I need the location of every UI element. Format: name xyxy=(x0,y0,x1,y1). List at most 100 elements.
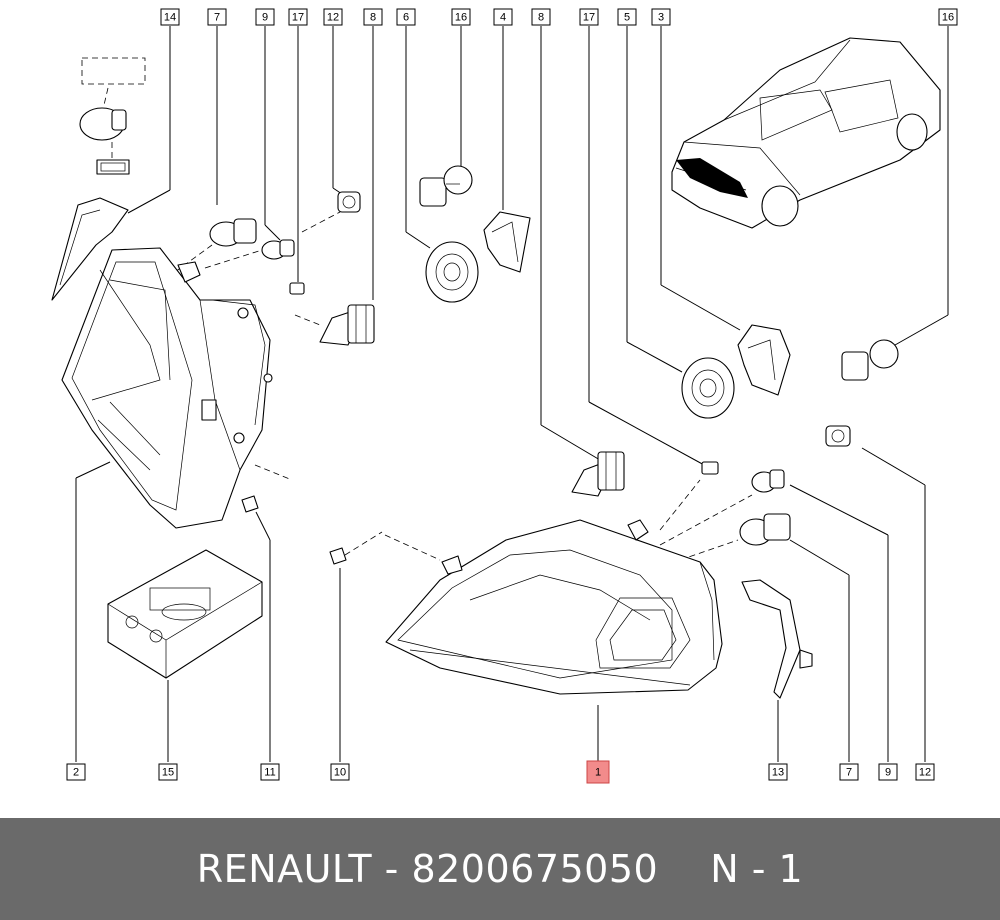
callout-number: 9 xyxy=(262,12,268,24)
callout-number: 8 xyxy=(538,12,544,24)
callout-box xyxy=(579,8,599,26)
bulb-kit-box-part-15 xyxy=(107,549,263,679)
callout-number: 9 xyxy=(885,767,891,779)
bulb-part-14 xyxy=(51,107,130,301)
callouts-bottom: 2 15 11 10 1 13 7 9 12 xyxy=(66,760,935,784)
bulb-part-7-right xyxy=(739,513,791,546)
socket-part-16-right xyxy=(841,339,899,381)
h4-bulb-part-8-center xyxy=(571,451,625,497)
headlamp-part-1 xyxy=(385,519,723,695)
callout-bottom-15: 15 xyxy=(158,763,178,781)
callout-top-16: 16 xyxy=(451,8,471,26)
callout-box xyxy=(451,8,471,26)
h4-bulb-part-8-top xyxy=(319,304,375,346)
cover-part-4-top xyxy=(483,211,531,273)
callout-top-9: 9 xyxy=(255,8,275,26)
screw-part-11 xyxy=(241,495,259,513)
callout-top-8: 8 xyxy=(531,8,551,26)
callout-box xyxy=(839,763,859,781)
callout-bottom-11: 11 xyxy=(260,763,280,781)
callout-number: 17 xyxy=(292,12,304,24)
trim-part-13 xyxy=(741,579,813,699)
callout-top-14: 14 xyxy=(160,8,180,26)
callout-number: 15 xyxy=(162,767,174,779)
callout-box xyxy=(66,763,86,781)
callout-number: 13 xyxy=(772,767,784,779)
bulb-part-9-top xyxy=(261,239,295,260)
callout-bottom-1: 1 xyxy=(586,760,610,784)
socket-part-12-top xyxy=(337,191,361,213)
callout-number: 16 xyxy=(942,12,954,24)
callout-top-17: 17 xyxy=(288,8,308,26)
callout-bottom-13: 13 xyxy=(768,763,788,781)
callout-top-5: 5 xyxy=(617,8,637,26)
callout-number: 7 xyxy=(846,767,852,779)
callout-box xyxy=(260,763,280,781)
callout-top-4: 4 xyxy=(493,8,513,26)
callout-number: 11 xyxy=(264,767,275,779)
callout-box xyxy=(288,8,308,26)
callout-top-3: 3 xyxy=(651,8,671,26)
callout-number: 3 xyxy=(658,12,664,24)
callout-bottom-2: 2 xyxy=(66,763,86,781)
callout-number: 6 xyxy=(403,12,409,24)
callout-number: 10 xyxy=(334,767,346,779)
socket-part-16-top xyxy=(419,165,473,207)
callout-box xyxy=(878,763,898,781)
callout-number: 7 xyxy=(214,12,220,24)
callout-bottom-10: 10 xyxy=(330,763,350,781)
callout-number: 12 xyxy=(919,767,931,779)
callout-top-7: 7 xyxy=(207,8,227,26)
callout-top-6: 6 xyxy=(396,8,416,26)
bulb-part-7-top xyxy=(209,218,257,247)
callout-bottom-9: 9 xyxy=(878,763,898,781)
callout-box xyxy=(768,763,788,781)
footer-bar: RENAULT - 8200675050 N - 1 xyxy=(0,818,1000,920)
callout-box xyxy=(158,763,178,781)
callout-number: 8 xyxy=(370,12,376,24)
assembly-dash-lines xyxy=(81,57,753,561)
headlamp-housing-part-2 xyxy=(61,247,273,529)
part-number-label: RENAULT - 8200675050 xyxy=(196,847,659,891)
quantity-label: N - 1 xyxy=(710,847,804,891)
car-illustration xyxy=(671,37,941,229)
callout-box xyxy=(531,8,551,26)
callout-box xyxy=(363,8,383,26)
leader-lines xyxy=(75,26,949,762)
bulb-part-17-right xyxy=(701,461,719,475)
cap-part-5 xyxy=(681,357,735,419)
callout-box xyxy=(207,8,227,26)
callout-box xyxy=(938,8,958,26)
screw-part-10 xyxy=(329,547,347,565)
callouts-top: 14 7 9 17 12 8 6 16 4 8 17 5 3 16 xyxy=(160,8,958,26)
callout-number: 12 xyxy=(327,12,339,24)
callout-box xyxy=(160,8,180,26)
callout-number: 17 xyxy=(583,12,595,24)
bulb-part-9-right xyxy=(751,469,785,493)
callout-top-17: 17 xyxy=(579,8,599,26)
callout-bottom-7: 7 xyxy=(839,763,859,781)
callout-number: 5 xyxy=(624,12,630,24)
callout-bottom-12: 12 xyxy=(915,763,935,781)
callout-box xyxy=(330,763,350,781)
cover-part-3 xyxy=(737,324,791,396)
callout-number: 16 xyxy=(455,12,467,24)
callout-box xyxy=(617,8,637,26)
callout-box xyxy=(396,8,416,26)
parts-diagram: 14 7 9 17 12 8 6 16 4 8 17 5 3 16 2 15 11 10 1 13 7 9 12 xyxy=(51,8,958,784)
callout-box xyxy=(586,760,610,784)
callout-top-16: 16 xyxy=(938,8,958,26)
bulb-part-17-top xyxy=(289,282,305,295)
socket-part-12-right xyxy=(825,425,851,447)
callout-number: 1 xyxy=(595,767,601,779)
callout-number: 2 xyxy=(73,767,79,779)
cap-part-6-top xyxy=(425,241,479,303)
callout-top-8: 8 xyxy=(363,8,383,26)
callout-box xyxy=(493,8,513,26)
callout-number: 4 xyxy=(500,12,506,24)
callout-box xyxy=(255,8,275,26)
callout-box xyxy=(915,763,935,781)
callout-box xyxy=(323,8,343,26)
callout-number: 14 xyxy=(164,12,176,24)
callout-box xyxy=(651,8,671,26)
